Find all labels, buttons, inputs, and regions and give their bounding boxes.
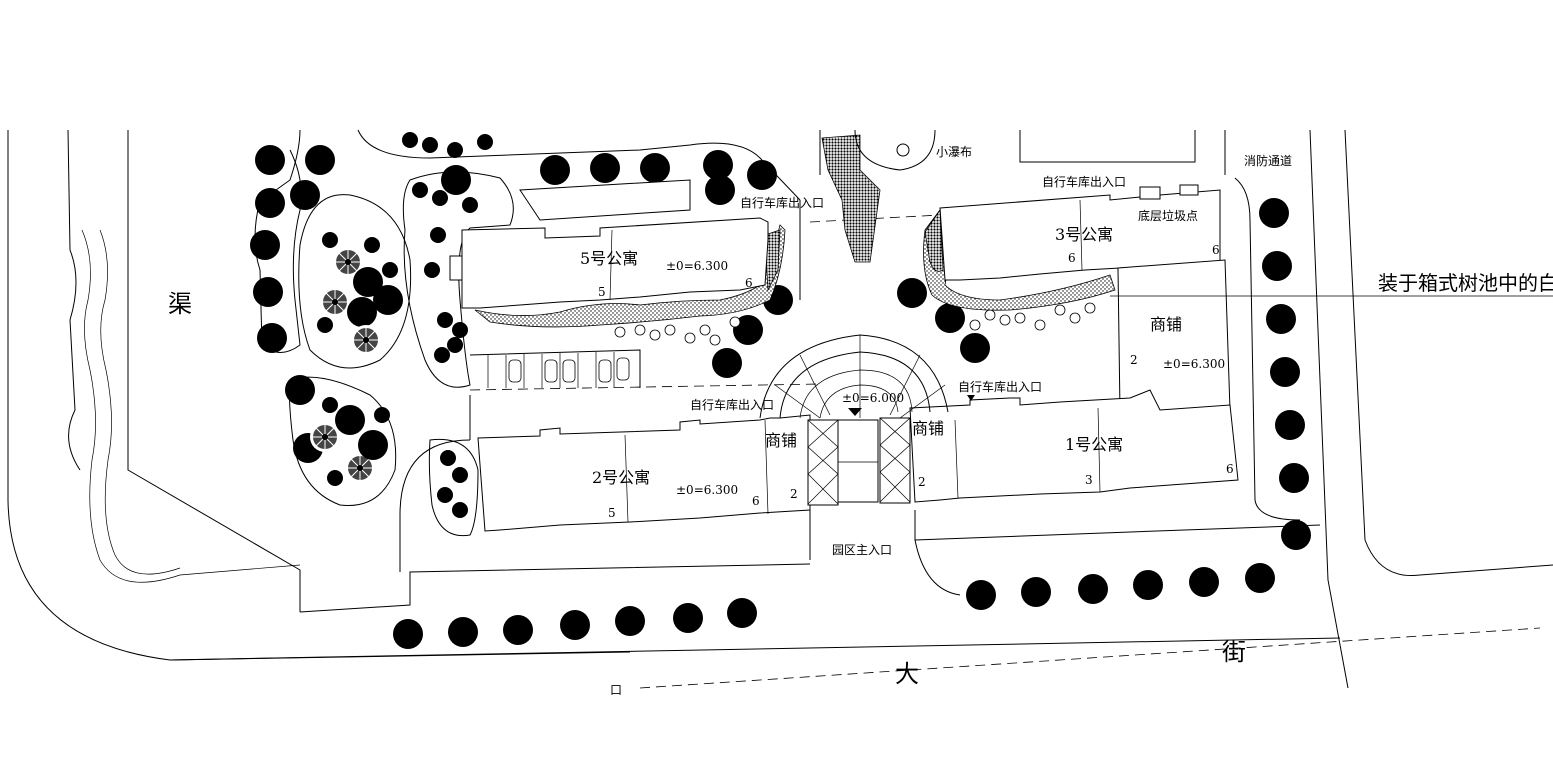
shop-label-right-upper: 商铺	[1150, 315, 1182, 334]
street-label-left: 大	[895, 660, 919, 688]
floor-count: 6	[1226, 462, 1234, 476]
fire-lane-label: 消防通道	[1244, 153, 1292, 168]
bike-exit-apt1: 自行车库出入口	[958, 379, 1042, 394]
apt3-label: 3号公寓	[1055, 225, 1113, 244]
shop-label-left-center: 商铺	[765, 431, 797, 450]
building-apt1	[909, 389, 1239, 503]
small-waterfall-label: 小瀑布	[936, 145, 972, 159]
floor-count: 2	[1130, 353, 1138, 367]
elevation-apt5: ±0=6.300	[666, 259, 728, 273]
shrub-clusters	[614, 302, 1096, 346]
apt2-label: 2号公寓	[592, 468, 650, 487]
building-apt3	[939, 184, 1231, 413]
site-boundary-lines	[7, 129, 1553, 689]
bike-marker	[967, 395, 975, 401]
building-apt2	[477, 414, 811, 532]
street-label-right: 街	[1222, 638, 1246, 666]
entry-plaza	[759, 334, 949, 506]
apt1-label: 1号公寓	[1065, 435, 1123, 454]
floor-count: 5	[608, 506, 616, 520]
street-trees-bottom	[393, 563, 1275, 649]
floor-count: 2	[918, 475, 926, 489]
bike-exit-apt3: 自行车库出入口	[1042, 174, 1126, 189]
plan-labels: 渠 大 街 口 5号公寓 3号公寓 2号公寓 1号公寓 商铺 商铺 商铺 ±0=…	[168, 145, 1553, 697]
pond-areas	[474, 129, 1116, 328]
bike-exit-apt2: 自行车库出入口	[690, 397, 774, 412]
floor-count: 6	[1068, 251, 1076, 265]
street-label-fragment: 口	[610, 683, 622, 697]
shop-label-right-center: 商铺	[912, 419, 944, 438]
trees-island-a	[317, 232, 403, 356]
tree-pool-note: 装于箱式树池中的白	[1378, 271, 1553, 295]
parking-stalls	[469, 349, 641, 388]
canal-label: 渠	[168, 290, 192, 318]
building-apt5	[449, 179, 769, 309]
bike-exit-apt5: 自行车库出入口	[740, 195, 824, 210]
elevation-apt2: ±0=6.300	[676, 483, 738, 497]
floor-count: 6	[745, 276, 753, 290]
floor-count: 6	[1212, 243, 1220, 257]
floor-count: 6	[752, 494, 760, 508]
floor-count: 3	[1085, 473, 1093, 487]
main-entrance-label: 园区主入口	[832, 543, 892, 557]
floor-count: 5	[598, 285, 606, 299]
apt5-label: 5号公寓	[580, 249, 638, 268]
elevation-shop: ±0=6.300	[1163, 357, 1225, 371]
elevation-plaza: ±0=6.000	[842, 391, 904, 405]
street-trees-right	[1259, 198, 1311, 550]
floor-count: 2	[790, 487, 798, 501]
garbage-point-label: 底层垃圾点	[1138, 208, 1198, 223]
trees-island-b	[309, 397, 390, 486]
